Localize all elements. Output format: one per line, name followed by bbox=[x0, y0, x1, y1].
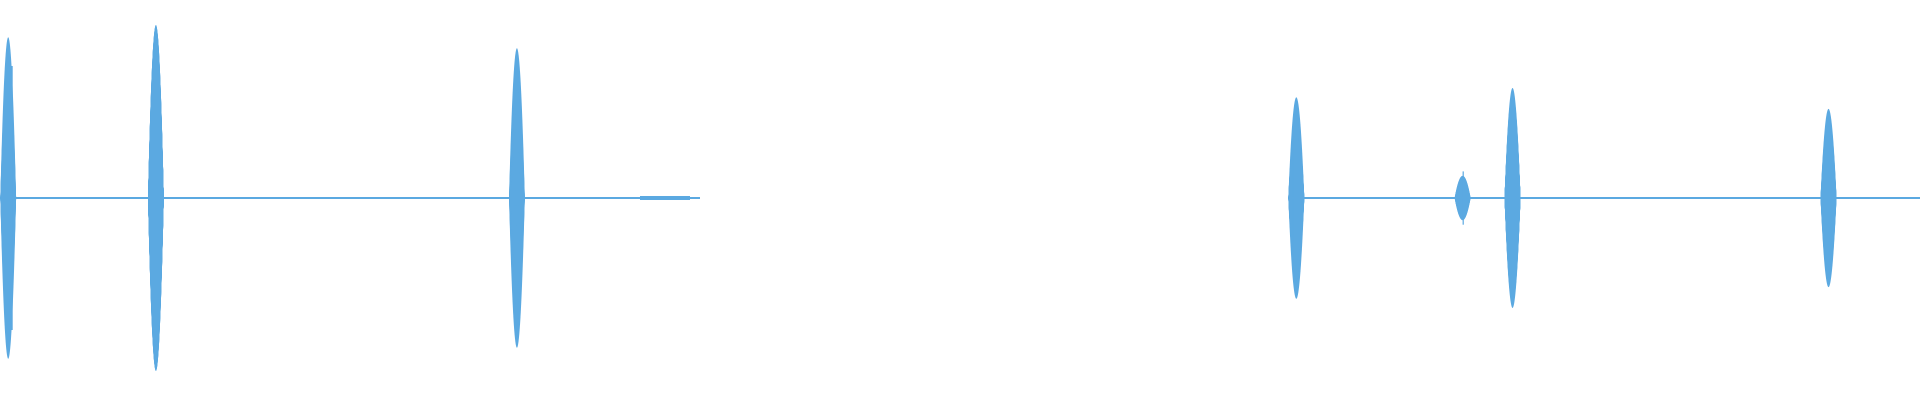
waveform-baseline bbox=[1288, 197, 1920, 199]
waveform-tail bbox=[640, 196, 690, 200]
waveform-segment-1 bbox=[0, 24, 700, 372]
waveform-baseline bbox=[0, 197, 700, 199]
waveform-segment-2 bbox=[1288, 88, 1920, 308]
